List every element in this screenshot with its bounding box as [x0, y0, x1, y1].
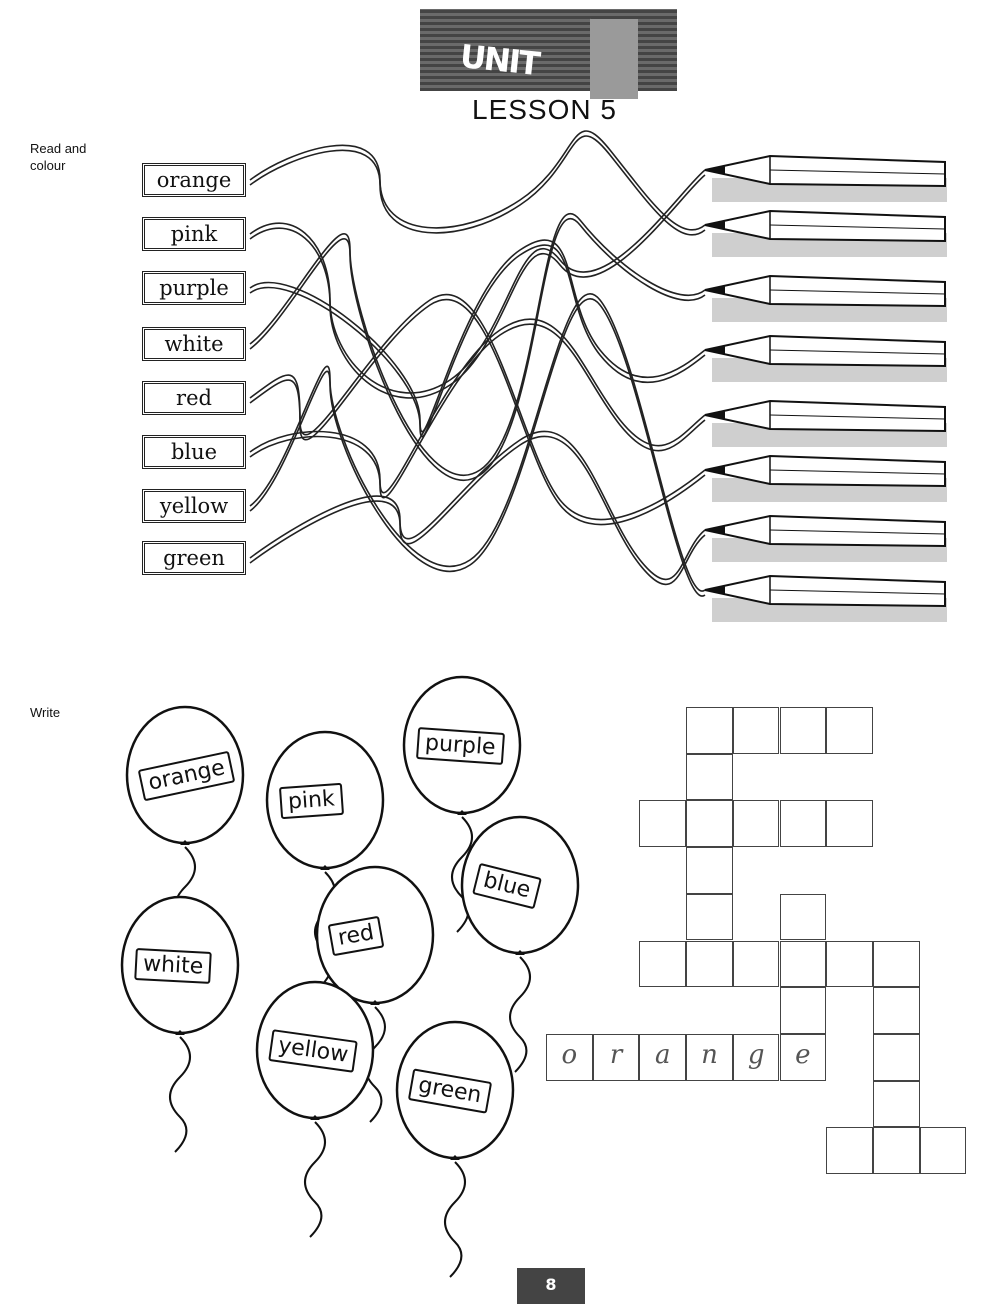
balloon-label: pink [278, 782, 344, 820]
crossword-cell[interactable] [779, 707, 827, 754]
maze-line [249, 298, 706, 526]
crossword-cell[interactable] [732, 940, 780, 988]
crossword-cell[interactable] [732, 800, 780, 848]
word-box-green: green [142, 541, 246, 575]
write-instruction: Write [30, 705, 61, 720]
balloon-label: white [134, 948, 213, 984]
crossword-cell[interactable] [686, 940, 733, 988]
maze-line [249, 430, 706, 581]
word-box-purple: purple [142, 271, 246, 305]
crossword-cell[interactable] [639, 940, 687, 988]
pencil-icon [704, 274, 947, 322]
unit-number: 1 [590, 19, 638, 99]
crossword-cell[interactable] [686, 753, 733, 801]
crossword-cell[interactable] [872, 1080, 920, 1128]
lesson-title: LESSON 5 [472, 94, 617, 125]
crossword-cell: n [686, 1033, 733, 1081]
pencil-icon [704, 334, 947, 382]
crossword-cell[interactable] [919, 1127, 967, 1174]
read-and-colour-instruction: Read and colour [30, 141, 87, 173]
crossword-cell[interactable] [639, 800, 687, 848]
crossword-cell[interactable] [872, 940, 920, 988]
crossword-cell[interactable] [826, 1127, 873, 1174]
pencil-icon [704, 154, 947, 202]
pencil-icon [704, 454, 947, 502]
crossword-cell[interactable] [686, 707, 733, 754]
crossword-cell[interactable] [686, 893, 733, 941]
pencil-icon [704, 574, 947, 622]
maze-line [249, 298, 706, 597]
crossword-cell[interactable] [872, 1033, 920, 1081]
tangled-lines-maze [249, 130, 947, 622]
word-box-pink: pink [142, 217, 246, 251]
pencil-icon [704, 514, 947, 562]
pencil-icon [704, 399, 947, 447]
maze-line [249, 217, 706, 481]
crossword-cell[interactable] [779, 940, 827, 988]
word-box-blue: blue [142, 435, 246, 469]
maze-line [249, 323, 706, 499]
maze-line [249, 244, 706, 438]
crossword-cell: o [546, 1033, 593, 1081]
crossword-cell[interactable] [686, 800, 733, 848]
maze-line [249, 435, 706, 586]
pencil-icon [704, 209, 947, 257]
word-box-orange: orange [142, 163, 246, 197]
unit-banner: UNIT 1 [420, 9, 677, 99]
crossword-cell[interactable] [779, 987, 827, 1034]
maze-line [249, 293, 706, 592]
word-box-white: white [142, 327, 246, 361]
crossword-cell[interactable] [872, 1127, 920, 1174]
crossword-cell[interactable] [779, 893, 827, 941]
page-number: 8 [517, 1268, 585, 1304]
word-box-yellow: yellow [142, 489, 246, 523]
crossword-cell: r [592, 1033, 640, 1081]
crossword-cell: e [779, 1033, 827, 1081]
crossword-cell[interactable] [779, 800, 827, 848]
word-box-red: red [142, 381, 246, 415]
balloon-yellow [255, 980, 375, 1238]
crossword-cell[interactable] [826, 707, 873, 754]
balloon-green [395, 1020, 515, 1278]
maze-line [249, 212, 706, 476]
balloon-white [120, 895, 240, 1153]
maze-line [249, 135, 706, 236]
crossword-cell[interactable] [826, 800, 873, 848]
crossword-cell[interactable] [872, 987, 920, 1034]
crossword-cell[interactable] [732, 707, 780, 754]
crossword-cell: a [639, 1033, 687, 1081]
crossword-cell[interactable] [826, 940, 873, 988]
maze-line [249, 318, 706, 494]
crossword-cell[interactable] [686, 847, 733, 894]
crossword-cell: g [732, 1033, 780, 1081]
maze-line [249, 130, 706, 231]
balloon-label: purple [415, 727, 505, 765]
